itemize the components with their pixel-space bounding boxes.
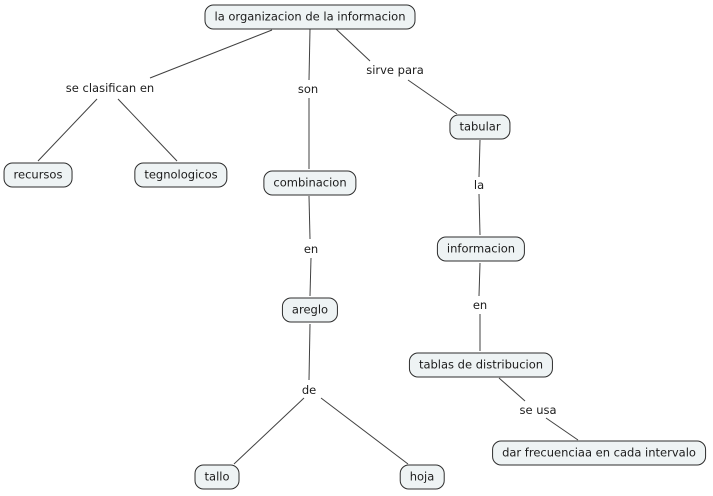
link-label-sirve-para[interactable]: sirve para (364, 63, 426, 77)
edge-se-clasifican-en-recursos (37, 98, 98, 162)
concept-node-root[interactable]: la organizacion de la informacion (204, 4, 416, 30)
concept-node-combinacion[interactable]: combinacion (263, 170, 357, 196)
edge-root-son (308, 28, 311, 81)
concept-node-dar-frecuencia[interactable]: dar frecuenciaa en cada intervalo (492, 440, 706, 466)
edge-areglo-de (308, 323, 311, 381)
edge-combinacion-en (308, 195, 311, 240)
edge-sirve-para-tabular (407, 79, 458, 115)
edge-tabular-la (478, 139, 481, 178)
concept-node-tallo[interactable]: tallo (194, 464, 240, 490)
edge-de-hoja (320, 397, 409, 465)
concept-node-tabular[interactable]: tabular (449, 114, 511, 140)
edge-se-clasifican-en-tegnologicos (117, 98, 178, 162)
concept-node-tablas[interactable]: tablas de distribucion (408, 352, 554, 378)
concept-node-areglo[interactable]: areglo (281, 297, 339, 323)
link-label-la[interactable]: la (471, 178, 487, 192)
link-label-en-1[interactable]: en (301, 242, 321, 256)
edge-se-usa-dar-frecuencia (545, 417, 579, 441)
edge-root-sirve-para (335, 28, 371, 62)
link-label-se-clasifican-en[interactable]: se clasifican en (63, 81, 157, 95)
concept-node-recursos[interactable]: recursos (3, 162, 73, 188)
edge-en-areglo (309, 257, 312, 297)
link-label-de[interactable]: de (299, 383, 319, 397)
concept-node-informacion[interactable]: informacion (436, 236, 526, 262)
link-label-en-2[interactable]: en (470, 298, 490, 312)
concept-node-tegnologicos[interactable]: tegnologicos (134, 162, 228, 188)
edge-tablas-se-usa (498, 377, 526, 402)
link-label-se-usa[interactable]: se usa (517, 403, 559, 417)
edge-informacion-en (478, 262, 481, 297)
edge-de-tallo (233, 397, 305, 465)
edge-la-informacion (478, 193, 481, 236)
link-label-son[interactable]: son (295, 82, 321, 96)
concept-node-hoja[interactable]: hoja (399, 464, 445, 490)
edge-root-se-clasifican-en (149, 29, 273, 79)
